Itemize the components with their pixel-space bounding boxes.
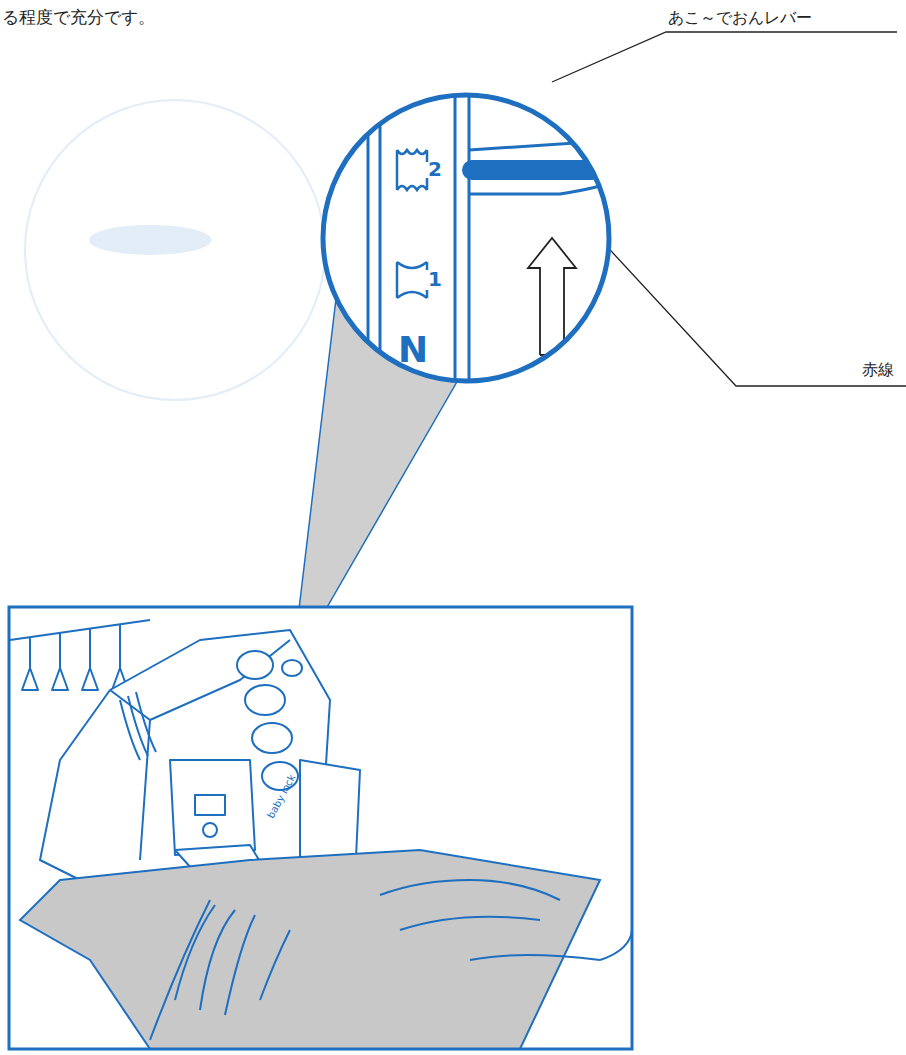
illustration-frame bbox=[9, 607, 632, 1049]
lever-dial bbox=[368, 80, 620, 400]
machine-illustration bbox=[9, 607, 632, 1049]
gather-icon bbox=[397, 262, 427, 298]
red-line-mark bbox=[462, 160, 602, 180]
dial-number: 1 bbox=[428, 268, 442, 290]
magnifier-circle bbox=[323, 95, 609, 381]
part-name: あこ～でおんレバー bbox=[668, 9, 812, 27]
part-name: 赤線 bbox=[862, 361, 894, 379]
gather-icon bbox=[397, 150, 427, 190]
ghost-print bbox=[25, 100, 325, 400]
dial-number: 2 bbox=[428, 158, 442, 180]
note-text: る程度で充分です。 bbox=[2, 8, 155, 27]
brand-mark: baby lock bbox=[265, 772, 297, 820]
leader-line bbox=[552, 32, 897, 82]
dial-letter: N bbox=[398, 330, 428, 370]
magnifier-circle bbox=[323, 95, 609, 381]
